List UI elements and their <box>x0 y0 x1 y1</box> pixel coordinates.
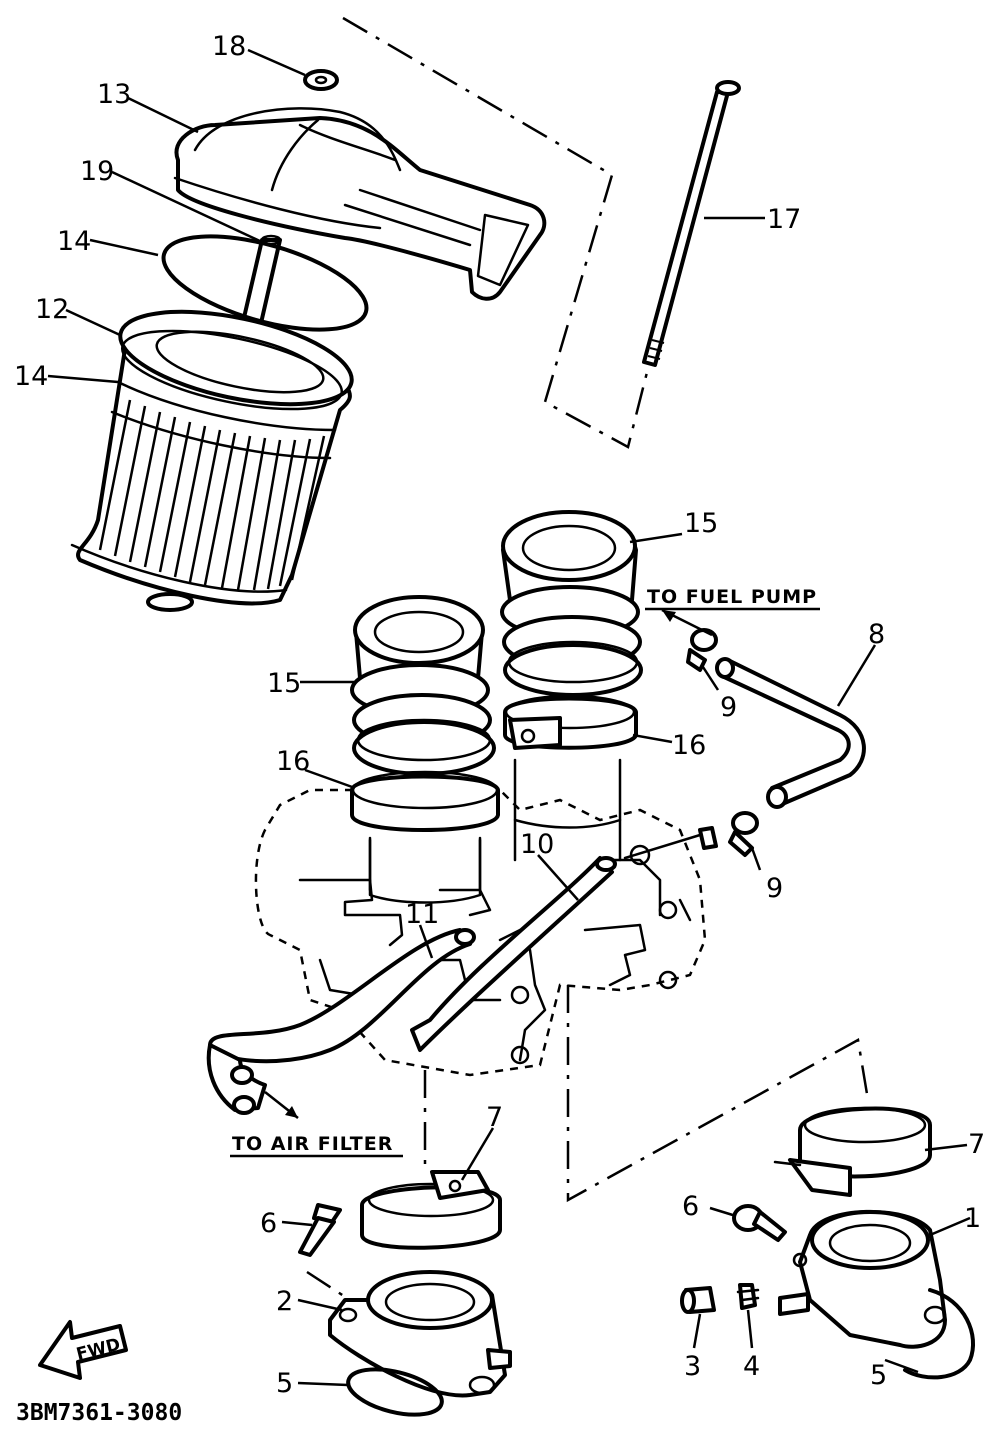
callout-13: 13 <box>97 79 131 110</box>
washer-18 <box>303 69 339 91</box>
callout-14: 14 <box>57 226 91 257</box>
callout-2: 2 <box>276 1286 293 1317</box>
callout-14: 14 <box>14 361 48 392</box>
fuel-hose-8 <box>715 657 866 809</box>
carburetor-bodies <box>368 758 622 904</box>
callout-12: 12 <box>35 294 69 325</box>
note-to-air-filter: TO AIR FILTER <box>232 1133 393 1155</box>
notes: TO FUEL PUMP TO AIR FILTER <box>230 586 820 1158</box>
callout-16: 16 <box>276 746 310 777</box>
callout-9: 9 <box>720 692 737 723</box>
leader-lines <box>47 48 971 1387</box>
callout-17: 17 <box>767 204 801 235</box>
callout-7: 7 <box>968 1129 985 1160</box>
clamp-16-right <box>503 694 638 750</box>
gasket-5-right <box>903 1288 976 1380</box>
hose-11 <box>206 928 476 1115</box>
callout-11: 11 <box>405 899 439 930</box>
callout-15: 15 <box>267 668 301 699</box>
callout-3: 3 <box>684 1351 701 1382</box>
clamp-7-left <box>360 1170 502 1250</box>
callout-4: 4 <box>743 1351 760 1382</box>
cap-3 <box>680 1286 716 1314</box>
callout-6: 6 <box>682 1191 699 1222</box>
arrows <box>264 608 713 1119</box>
screw-6-right <box>732 1204 787 1242</box>
callout-15: 15 <box>684 508 718 539</box>
air-filter-element-12 <box>70 309 354 612</box>
hose-10 <box>410 856 617 1052</box>
callout-8: 8 <box>868 619 885 650</box>
callout-19: 19 <box>80 156 114 187</box>
callout-16: 16 <box>672 730 706 761</box>
callout-9: 9 <box>766 873 783 904</box>
callout-5: 5 <box>276 1368 293 1399</box>
callout-18: 18 <box>212 31 246 62</box>
callout-7: 7 <box>486 1102 503 1133</box>
funnel-15-right <box>500 510 643 697</box>
clip-4 <box>736 1283 760 1310</box>
fuel-pipe-stub <box>698 826 718 850</box>
callout-6: 6 <box>260 1208 277 1239</box>
carburetor-joint-2 <box>328 1270 512 1398</box>
hose-clamp-9-upper <box>686 628 718 672</box>
callout-10: 10 <box>520 829 554 860</box>
note-to-fuel-pump: TO FUEL PUMP <box>647 586 817 608</box>
fuel-pipe-line <box>623 833 702 860</box>
callouts: 18 13 19 14 12 14 17 15 15 8 9 16 16 10 … <box>14 31 985 1399</box>
clamp-7-right <box>773 1106 932 1197</box>
air-filter-case-13 <box>173 107 547 301</box>
funnel-15-left <box>350 595 496 776</box>
hose-clamp-9-lower <box>728 811 759 857</box>
callout-5: 5 <box>870 1360 887 1391</box>
catalog-code: 3BM7361-3080 <box>16 1400 182 1426</box>
carburetor-joint-1 <box>778 1209 947 1349</box>
gasket-5-left <box>346 1367 444 1417</box>
screw-6-left <box>298 1203 342 1257</box>
bolt-17 <box>642 80 741 367</box>
callout-1: 1 <box>964 1203 981 1234</box>
clamp-16-left <box>350 770 500 832</box>
fwd-arrow: FWD <box>38 1320 128 1380</box>
